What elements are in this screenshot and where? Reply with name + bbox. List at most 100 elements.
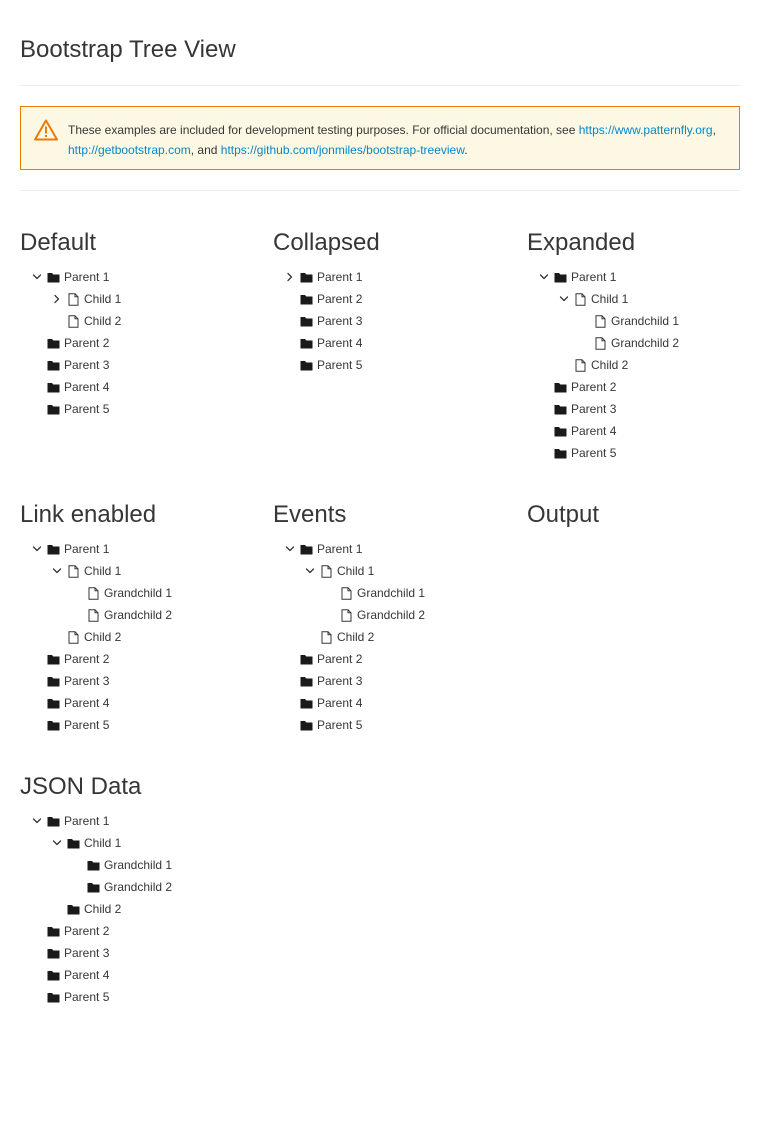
chevron-down-icon[interactable] — [285, 544, 295, 554]
alert-text: These examples are included for developm… — [68, 123, 579, 137]
tree-node-label: Parent 3 — [64, 946, 110, 960]
section-title-collapsed: Collapsed — [273, 229, 380, 256]
tree-node-label: Parent 2 — [317, 652, 363, 666]
tree-node-label: Grandchild 2 — [104, 608, 173, 622]
folder-icon — [87, 883, 100, 893]
folder-icon — [67, 839, 80, 849]
tree-node-label: Parent 4 — [64, 968, 110, 982]
chevron-down-icon[interactable] — [32, 816, 42, 826]
folder-icon — [47, 655, 60, 665]
chevron-down-icon[interactable] — [32, 272, 42, 282]
chevron-down-icon[interactable] — [52, 566, 62, 576]
file-icon — [68, 565, 79, 578]
tree-node-label: Parent 2 — [571, 380, 617, 394]
section-title-output: Output — [527, 501, 600, 528]
folder-icon — [47, 545, 60, 555]
chevron-down-icon[interactable] — [32, 544, 42, 554]
tree-node-label: Child 2 — [337, 630, 375, 644]
folder-icon — [47, 699, 60, 709]
alert-message: These examples are included for developm… — [68, 120, 718, 160]
tree-node-label: Parent 1 — [317, 542, 363, 556]
chevron-right-icon[interactable] — [285, 272, 295, 282]
tree-node-label: Child 2 — [84, 630, 122, 644]
section-title-link-enabled: Link enabled — [20, 501, 157, 528]
tree-node-label: Parent 1 — [317, 270, 363, 284]
folder-icon — [47, 817, 60, 827]
folder-icon — [300, 361, 313, 371]
tree-node-label: Grandchild 1 — [357, 586, 426, 600]
folder-icon — [47, 405, 60, 415]
tree-node-label: Child 1 — [84, 292, 122, 306]
alert-divider — [20, 190, 740, 191]
tree-node-label: Parent 4 — [317, 696, 363, 710]
folder-icon — [47, 273, 60, 283]
folder-icon — [300, 721, 313, 731]
tree-node-label: Parent 4 — [64, 696, 110, 710]
tree-node-label: Grandchild 2 — [104, 880, 173, 894]
tree-node-label: Parent 3 — [317, 314, 363, 328]
folder-icon — [300, 339, 313, 349]
folder-icon — [47, 949, 60, 959]
tree-node-label: Parent 4 — [571, 424, 617, 438]
tree-node-label: Grandchild 1 — [104, 586, 173, 600]
folder-icon — [47, 383, 60, 393]
folder-icon — [300, 699, 313, 709]
folder-icon — [67, 905, 80, 915]
folder-icon — [87, 861, 100, 871]
tree-node-label: Parent 1 — [571, 270, 617, 284]
tree-node-label: Parent 5 — [317, 358, 363, 372]
folder-icon — [554, 405, 567, 415]
tree-node-label: Parent 1 — [64, 542, 110, 556]
chevron-right-icon[interactable] — [52, 294, 62, 304]
treeview-github-link[interactable]: https://github.com/jonmiles/bootstrap-tr… — [220, 143, 465, 157]
bootstrap-link[interactable]: http://getbootstrap.com — [68, 143, 191, 157]
tree-node-label: Child 2 — [84, 314, 122, 328]
chevron-down-icon[interactable] — [52, 838, 62, 848]
tree-node-label: Child 1 — [591, 292, 629, 306]
tree-node-label: Parent 2 — [64, 336, 110, 350]
folder-icon — [554, 383, 567, 393]
tree-node-label: Grandchild 1 — [104, 858, 173, 872]
patternfly-link[interactable]: https://www.patternfly.org — [578, 123, 713, 137]
chevron-down-icon[interactable] — [559, 294, 569, 304]
file-icon — [88, 587, 99, 600]
chevron-down-icon[interactable] — [305, 566, 315, 576]
warning-alert: These examples are included for developm… — [20, 106, 740, 170]
tree-node-label: Parent 4 — [64, 380, 110, 394]
file-icon — [341, 587, 352, 600]
folder-icon — [300, 273, 313, 283]
file-icon — [321, 565, 332, 578]
chevron-down-icon[interactable] — [539, 272, 549, 282]
tree-node-label: Parent 3 — [317, 674, 363, 688]
tree-node-label: Child 1 — [84, 564, 122, 578]
folder-icon — [47, 993, 60, 1003]
file-icon — [88, 609, 99, 622]
section-title-expanded: Expanded — [527, 229, 636, 256]
header-divider — [20, 85, 740, 86]
file-icon — [575, 293, 586, 306]
folder-icon — [300, 295, 313, 305]
folder-icon — [554, 427, 567, 437]
tree-node-label: Parent 5 — [64, 990, 110, 1004]
tree-node-label: Grandchild 2 — [611, 336, 680, 350]
warning-triangle-icon — [34, 119, 58, 141]
file-icon — [68, 315, 79, 328]
tree-node-label: Parent 5 — [317, 718, 363, 732]
tree-node-label: Parent 5 — [64, 402, 110, 416]
folder-icon — [47, 339, 60, 349]
file-icon — [321, 631, 332, 644]
file-icon — [68, 293, 79, 306]
folder-icon — [47, 971, 60, 981]
folder-icon — [47, 361, 60, 371]
file-icon — [595, 337, 606, 350]
alert-sep-1: , — [712, 123, 716, 137]
tree-node-label: Child 1 — [84, 836, 122, 850]
tree-node-label: Parent 3 — [64, 358, 110, 372]
folder-icon — [554, 449, 567, 459]
tree-node-label: Parent 1 — [64, 270, 110, 284]
tree-node-label: Child 2 — [591, 358, 629, 372]
folder-icon — [300, 677, 313, 687]
file-icon — [595, 315, 606, 328]
folder-icon — [554, 273, 567, 283]
tree-node-label: Parent 1 — [64, 814, 110, 828]
